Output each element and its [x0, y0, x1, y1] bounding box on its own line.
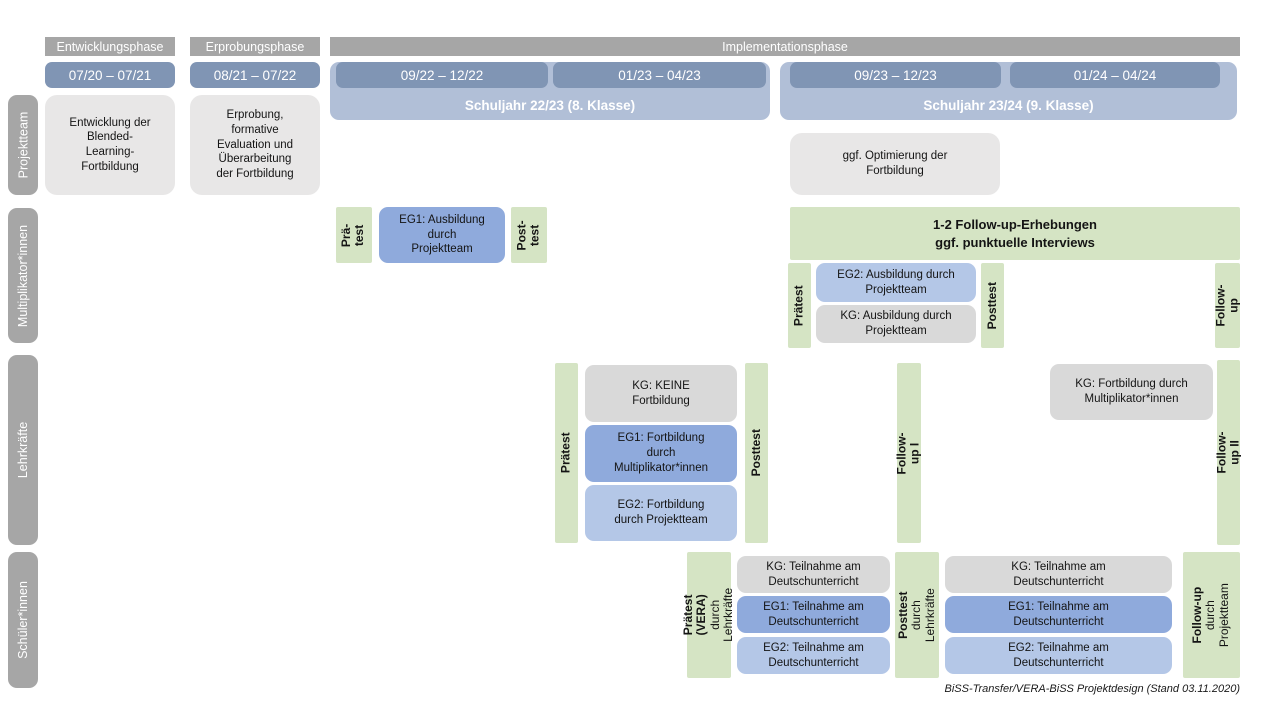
schoolyear-label-2223: Schuljahr 22/23 (8. Klasse) [464, 97, 636, 113]
box-kg-fortbildung-multiplikatoren: KG: Fortbildung durch Multiplikator*inne… [1050, 364, 1213, 420]
phase-header-erprobungsphase: Erprobungsphase [190, 37, 320, 56]
date-range-0720-0721: 07/20 – 07/21 [45, 62, 175, 88]
row-label-multiplikatoren-text: Multiplikator*innen [16, 224, 31, 327]
followup2-bar-lehrkraefte: Follow-up II [1214, 360, 1242, 545]
posttest-bar-multiplikatoren-2-text: Posttest [984, 281, 999, 330]
posttest-bar-multiplikatoren-1: Post- test [511, 207, 547, 263]
box-kg-keine-fortbildung: KG: KEINE Fortbildung [585, 365, 737, 422]
row-label-schueler: Schüler*innen [8, 552, 38, 688]
box-eg1-ausbildung-projektteam: EG1: Ausbildung durch Projektteam [379, 207, 505, 263]
row-label-lehrkraefte-text: Lehrkräfte [16, 421, 30, 479]
date-range-0923-1223: 09/23 – 12/23 [790, 62, 1001, 88]
row-label-lehrkraefte: Lehrkräfte [8, 355, 38, 545]
box-entwicklung-fortbildung: Entwicklung der Blended- Learning- Fortb… [45, 95, 175, 195]
schoolyear-label-2324: Schuljahr 23/24 (9. Klasse) [923, 97, 1094, 113]
pretest-bar-lehrkraefte-text: Prätest [558, 432, 573, 474]
date-range-0821-0722: 08/21 – 07/22 [190, 62, 320, 88]
date-range-0123-0423: 01/23 – 04/23 [553, 62, 766, 88]
box-followup-erhebungen: 1-2 Follow-up-Erhebungen ggf. punktuelle… [790, 207, 1240, 260]
box-kg-teilnahme-1: KG: Teilnahme am Deutschunterricht [737, 556, 890, 593]
box-eg1-teilnahme-1: EG1: Teilnahme am Deutschunterricht [737, 596, 890, 633]
box-erprobung-evaluation: Erprobung, formative Evaluation und Über… [190, 95, 320, 195]
followup-bar-multiplikatoren: Follow-up [1213, 263, 1241, 348]
followup1-bar-lehrkraefte-text: Follow-up I [894, 432, 922, 474]
row-label-projektteam-text: Projektteam [16, 111, 31, 179]
posttest-bar-multiplikatoren-2: Posttest [981, 263, 1004, 348]
box-optimierung-fortbildung: ggf. Optimierung der Fortbildung [790, 133, 1000, 195]
box-eg1-fortbildung-multiplikatoren: EG1: Fortbildung durch Multiplikator*inn… [585, 425, 737, 482]
row-label-projektteam: Projektteam [8, 95, 38, 195]
pretest-vera-bar-schueler: Prätest (VERA)durch Lehrkräfte [681, 552, 735, 678]
followup-bar-multiplikatoren-text: Follow-up [1213, 284, 1241, 327]
footer-caption: BiSS-Transfer/VERA-BiSS Projektdesign (S… [944, 683, 1240, 695]
pretest-bar-lehrkraefte: Prätest [555, 363, 578, 543]
box-eg2-teilnahme-1: EG2: Teilnahme am Deutschunterricht [737, 637, 890, 674]
box-kg-ausbildung-projektteam: KG: Ausbildung durch Projektteam [816, 305, 976, 343]
date-range-0922-1222: 09/22 – 12/22 [336, 62, 548, 88]
followup1-bar-lehrkraefte: Follow-up I [894, 363, 922, 543]
box-eg1-teilnahme-2: EG1: Teilnahme am Deutschunterricht [945, 596, 1172, 633]
pretest-bar-multiplikatoren-2: Prätest [788, 263, 811, 348]
pretest-bar-multiplikatoren-1: Prä- test [336, 207, 372, 263]
pretest-bar-multiplikatoren-1-text: Prä- test [339, 223, 367, 247]
box-eg2-ausbildung-projektteam: EG2: Ausbildung durch Projektteam [816, 263, 976, 302]
row-label-multiplikatoren: Multiplikator*innen [8, 208, 38, 343]
date-range-0124-0424: 01/24 – 04/24 [1010, 62, 1220, 88]
phase-header-entwicklungsphase: Entwicklungsphase [45, 37, 175, 56]
posttest-bar-multiplikatoren-1-text: Post- test [514, 220, 542, 250]
posttest-bar-lehrkraefte: Posttest [745, 363, 768, 543]
box-eg2-teilnahme-2: EG2: Teilnahme am Deutschunterricht [945, 637, 1172, 674]
pretest-vera-bar-schueler-text: Prätest (VERA)durch Lehrkräfte [681, 587, 736, 643]
box-eg2-fortbildung-projektteam: EG2: Fortbildung durch Projektteam [585, 485, 737, 541]
box-kg-teilnahme-2: KG: Teilnahme am Deutschunterricht [945, 556, 1172, 593]
phase-header-implementationsphase: Implementationsphase [330, 37, 1240, 56]
followup2-bar-lehrkraefte-text: Follow-up II [1214, 431, 1242, 474]
row-label-schueler-text: Schüler*innen [16, 581, 30, 659]
pretest-bar-multiplikatoren-2-text: Prätest [791, 285, 806, 326]
posttest-bar-lehrkraefte-text: Posttest [748, 429, 763, 477]
